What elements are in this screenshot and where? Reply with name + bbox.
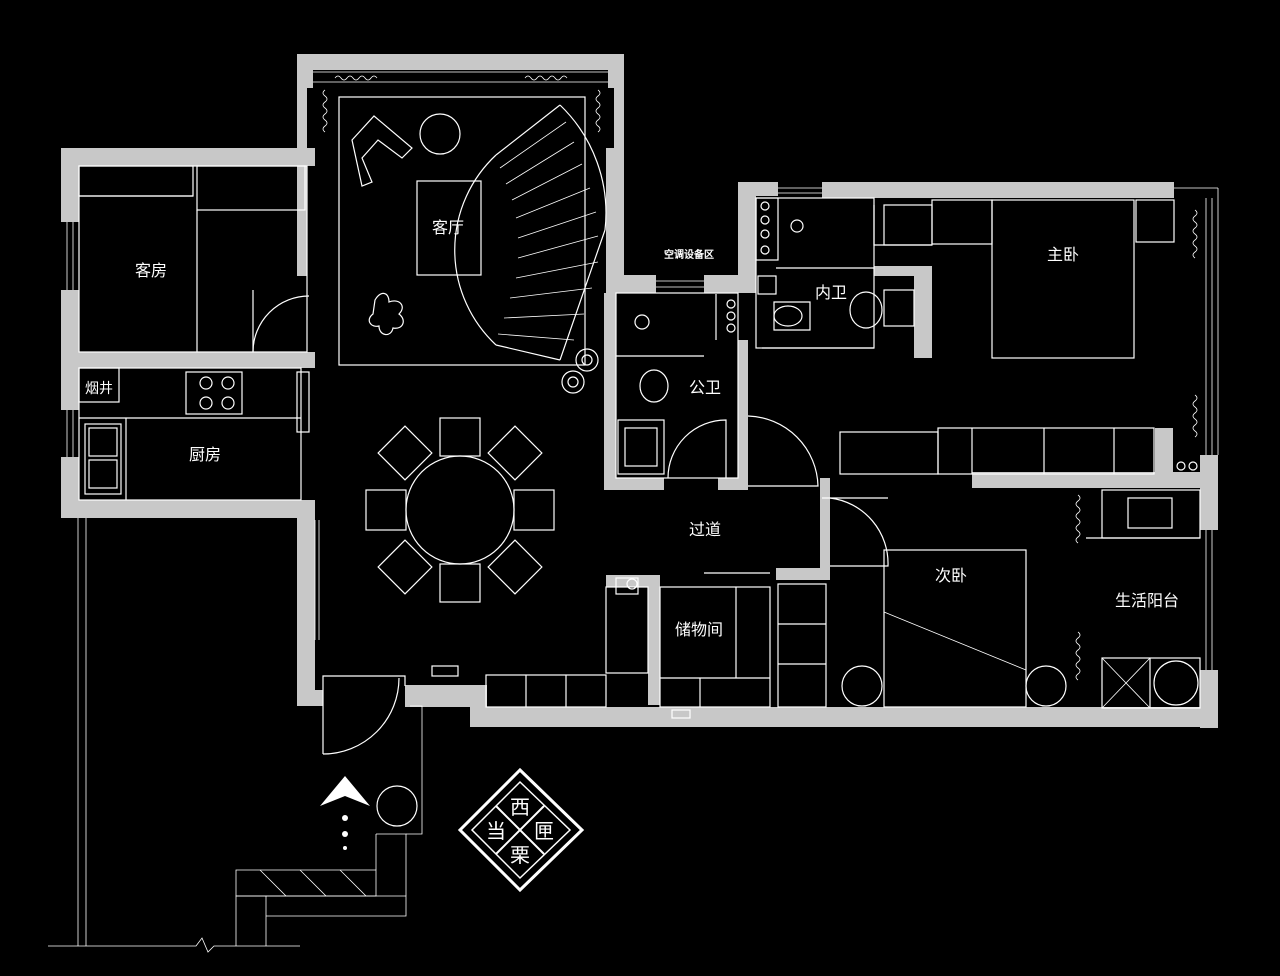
master-bedroom [747, 199, 1198, 487]
logo-char-2: 西 [510, 795, 530, 819]
guest-room [78, 165, 310, 353]
label-storage: 储物间 [675, 620, 723, 639]
brand-logo: 当 西 栗 匣 [457, 767, 585, 893]
windows [66, 71, 1219, 681]
lower-rooms [485, 489, 1201, 719]
kitchen [78, 367, 310, 501]
label-living-room: 客厅 [432, 218, 464, 237]
label-corridor: 过道 [689, 520, 721, 539]
label-ac-area: 空调设备区 [664, 248, 714, 261]
label-master-bedroom: 主卧 [1047, 245, 1079, 264]
label-public-bath: 公卫 [689, 378, 721, 397]
walls [61, 54, 1218, 728]
label-second-bedroom: 次卧 [935, 566, 967, 585]
logo-char-4: 匣 [534, 819, 554, 843]
label-chimney: 烟井 [85, 381, 113, 397]
logo-char-1: 当 [486, 819, 506, 843]
label-kitchen: 厨房 [189, 445, 221, 464]
label-guest-room: 客房 [135, 261, 167, 280]
logo-char-3: 栗 [510, 843, 530, 867]
entry-and-garden [48, 518, 459, 953]
living-room [338, 96, 607, 394]
bathrooms [615, 197, 933, 479]
dining-table [365, 417, 555, 603]
label-ensuite-bath: 内卫 [815, 283, 847, 302]
room-labels: 客房 客厅 厨房 烟井 空调设备区 公卫 内卫 主卧 过道 储物间 次卧 生活阳… [85, 218, 1179, 639]
label-utility-balcony: 生活阳台 [1115, 591, 1179, 610]
